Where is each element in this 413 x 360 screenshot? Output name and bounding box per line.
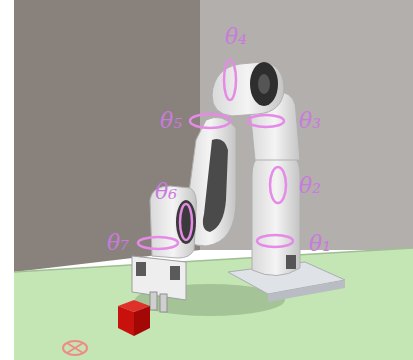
table-edge — [14, 248, 413, 272]
target-cross — [67, 343, 83, 353]
base-link — [252, 150, 300, 276]
gripper-finger — [150, 292, 157, 310]
joint-ring — [180, 204, 192, 240]
gripper-hand — [132, 256, 186, 300]
forearm-stripe — [203, 139, 228, 232]
joint-ring — [224, 60, 236, 100]
table-top — [14, 248, 413, 360]
joint-label: θ₁ — [309, 232, 331, 256]
joint-label: θ₃ — [299, 109, 321, 133]
target-marker — [63, 341, 87, 355]
gripper-detail — [170, 266, 180, 280]
base-plate-side — [268, 280, 345, 302]
joint-label: θ₇ — [107, 231, 129, 255]
joint-label: θ₅ — [160, 109, 182, 133]
joint-ring — [190, 114, 230, 128]
base-connector — [286, 255, 296, 269]
elbow-cap-center — [258, 74, 270, 94]
elbow-link — [212, 62, 284, 116]
joint-ring — [248, 115, 284, 127]
joint-label: θ₄ — [225, 25, 247, 49]
joint-ring — [257, 235, 293, 247]
joint-ring — [270, 167, 286, 203]
gripper-detail — [136, 262, 146, 276]
joint-ring — [138, 237, 178, 249]
elbow-cap — [250, 62, 278, 106]
joint-label: θ₆ — [155, 180, 177, 204]
joint-label: θ₂ — [299, 174, 321, 198]
wrist-cap — [176, 200, 196, 244]
left-wall — [14, 0, 200, 272]
gripper-finger — [160, 294, 167, 312]
cube-right — [134, 306, 150, 336]
cube-left — [118, 306, 134, 336]
target-cross — [67, 343, 83, 353]
